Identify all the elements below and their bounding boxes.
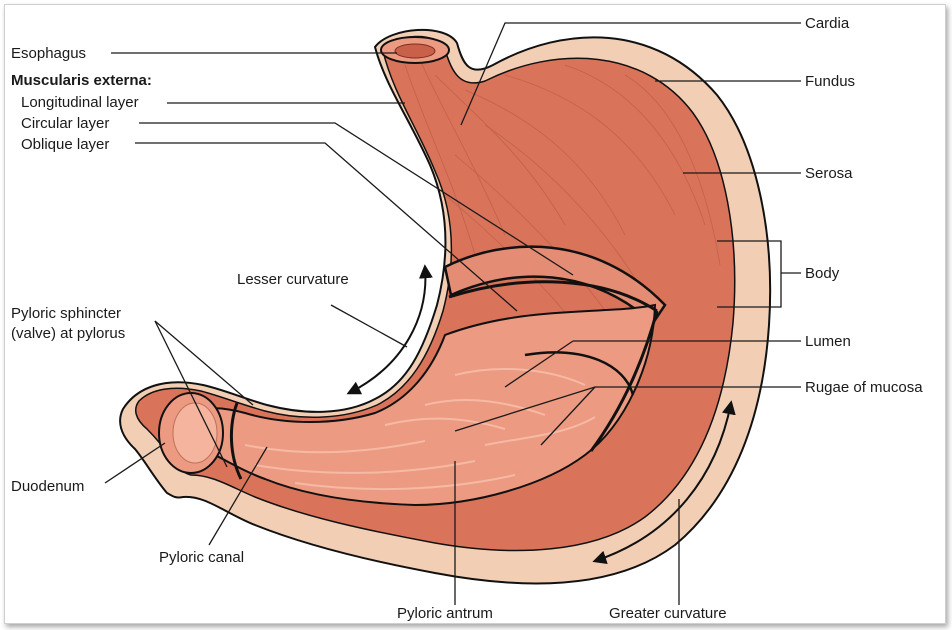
label-rugae-of-mucosa: Rugae of mucosa	[805, 379, 923, 396]
label-pyloric-sphincter-2: (valve) at pylorus	[11, 325, 125, 342]
diagram-frame: Esophagus Muscularis externa: Longitudin…	[4, 4, 946, 624]
label-fundus: Fundus	[805, 73, 855, 90]
leader-lines	[104, 22, 801, 605]
label-greater-curvature: Greater curvature	[609, 605, 727, 622]
label-serosa: Serosa	[805, 165, 853, 182]
label-lumen: Lumen	[805, 333, 851, 350]
greater-curvature-arrow	[592, 400, 736, 565]
label-cardia: Cardia	[805, 15, 850, 32]
pyloric-sphincter-ring	[229, 402, 243, 480]
label-oblique-layer: Oblique layer	[21, 136, 109, 153]
label-body: Body	[805, 265, 840, 282]
label-muscularis-externa: Muscularis externa:	[11, 72, 152, 89]
label-lesser-curvature: Lesser curvature	[237, 271, 349, 288]
label-duodenum: Duodenum	[11, 478, 84, 495]
mucosa-interior	[187, 303, 657, 507]
label-esophagus: Esophagus	[11, 45, 86, 62]
cutaway-edge-upper	[448, 280, 658, 313]
label-pyloric-sphincter-1: Pyloric sphincter	[11, 305, 121, 322]
label-pyloric-canal: Pyloric canal	[159, 549, 244, 566]
label-longitudinal-layer: Longitudinal layer	[21, 94, 139, 111]
label-pyloric-antrum: Pyloric antrum	[397, 605, 493, 622]
stomach-diagram: Esophagus Muscularis externa: Longitudin…	[11, 15, 923, 622]
label-circular-layer: Circular layer	[21, 115, 109, 132]
oblique-layer-panel	[443, 245, 667, 325]
lesser-curvature-arrow	[346, 264, 433, 395]
